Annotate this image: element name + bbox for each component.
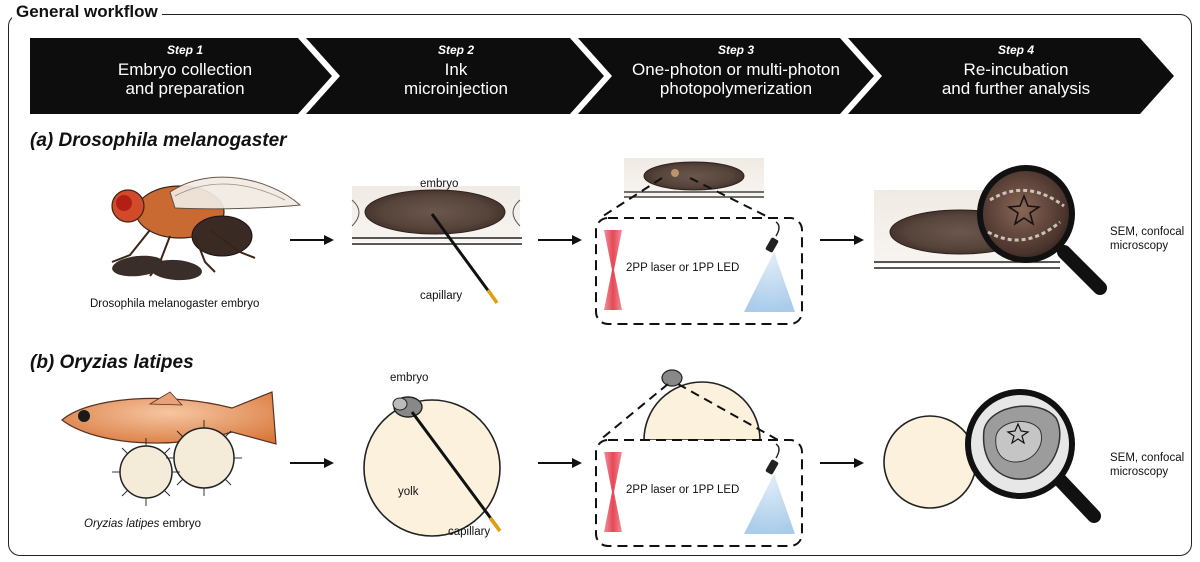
injection-panel-a xyxy=(351,186,522,304)
section-a-title: (a) Drosophila melanogaster xyxy=(30,130,287,151)
drosophila-embryos-icon xyxy=(112,255,202,281)
photopolymerization-panel-a xyxy=(595,158,803,325)
step-4-number: Step 4 xyxy=(997,43,1034,57)
step-2-chevron xyxy=(306,38,604,114)
medaka-embryos-icon xyxy=(112,420,242,506)
medaka-caption: Oryzias latipes embryo xyxy=(84,518,201,530)
arrow-a3 xyxy=(820,235,864,245)
step-1-chevron xyxy=(30,38,332,114)
general-workflow-frame xyxy=(8,14,1192,556)
embryo-label-b: embryo xyxy=(390,372,429,384)
drosophila-fly-icon xyxy=(111,176,302,277)
step-1-number: Step 1 xyxy=(166,43,203,57)
analysis-label-b-line1: SEM, confocal xyxy=(1110,452,1185,464)
arrow-a2 xyxy=(538,235,582,245)
magnifier-a-icon xyxy=(977,165,1107,295)
analysis-label-b-line2: microscopy xyxy=(1110,466,1169,478)
drosophila-caption: Drosophila melanogaster embryo xyxy=(90,298,260,310)
step-2-line2: microinjection xyxy=(404,79,508,99)
arrow-b3 xyxy=(820,458,864,468)
analysis-label-a-line2: microscopy xyxy=(1110,240,1169,252)
step-4: Step 4 Re-incubation and further analysi… xyxy=(886,43,1146,99)
analysis-panel-b xyxy=(883,389,1101,523)
section-b-title: (b) Oryzias latipes xyxy=(30,352,194,373)
medaka-caption-rest: embryo xyxy=(159,518,201,530)
capillary-label-b: capillary xyxy=(448,526,491,538)
step-3-line2: photopolymerization xyxy=(659,79,813,99)
analysis-panel-a xyxy=(874,165,1107,295)
step-4-line1: Re-incubation xyxy=(963,59,1069,79)
step-3-chevron xyxy=(578,38,874,114)
step-2-number: Step 2 xyxy=(437,43,474,57)
medaka-fish-icon xyxy=(61,391,277,445)
analysis-label-a-line1: SEM, confocal xyxy=(1110,226,1185,238)
embryo-label-a: embryo xyxy=(420,178,459,190)
step-1: Step 1 Embryo collection and preparation xyxy=(60,43,310,99)
laser-led-label-b: 2PP laser or 1PP LED xyxy=(626,484,740,496)
step-1-line1: Embryo collection xyxy=(117,59,253,79)
injection-panel-b xyxy=(363,396,502,537)
step-4-line2: and further analysis xyxy=(941,79,1091,99)
laser-led-label-a: 2PP laser or 1PP LED xyxy=(626,262,740,274)
step-2: Step 2 Ink microinjection xyxy=(340,43,572,99)
step-3-line1: One-photon or multi-photon xyxy=(632,59,840,79)
step-3-number: Step 3 xyxy=(717,43,754,57)
photopolymerization-panel-b xyxy=(595,369,803,547)
step-3: Step 3 One-photon or multi-photon photop… xyxy=(606,43,866,99)
arrow-a1 xyxy=(290,235,334,245)
step-4-chevron xyxy=(848,38,1174,114)
step-1-line2: and preparation xyxy=(125,79,245,99)
arrow-b2 xyxy=(538,458,582,468)
capillary-label-a: capillary xyxy=(420,290,463,302)
arrow-b1 xyxy=(290,458,334,468)
medaka-caption-species: Oryzias latipes xyxy=(84,518,160,530)
magnifier-b-icon xyxy=(965,389,1101,523)
general-workflow-title: General workflow xyxy=(12,2,162,22)
step-2-line1: Ink xyxy=(444,59,468,79)
yolk-label-b: yolk xyxy=(398,486,419,498)
